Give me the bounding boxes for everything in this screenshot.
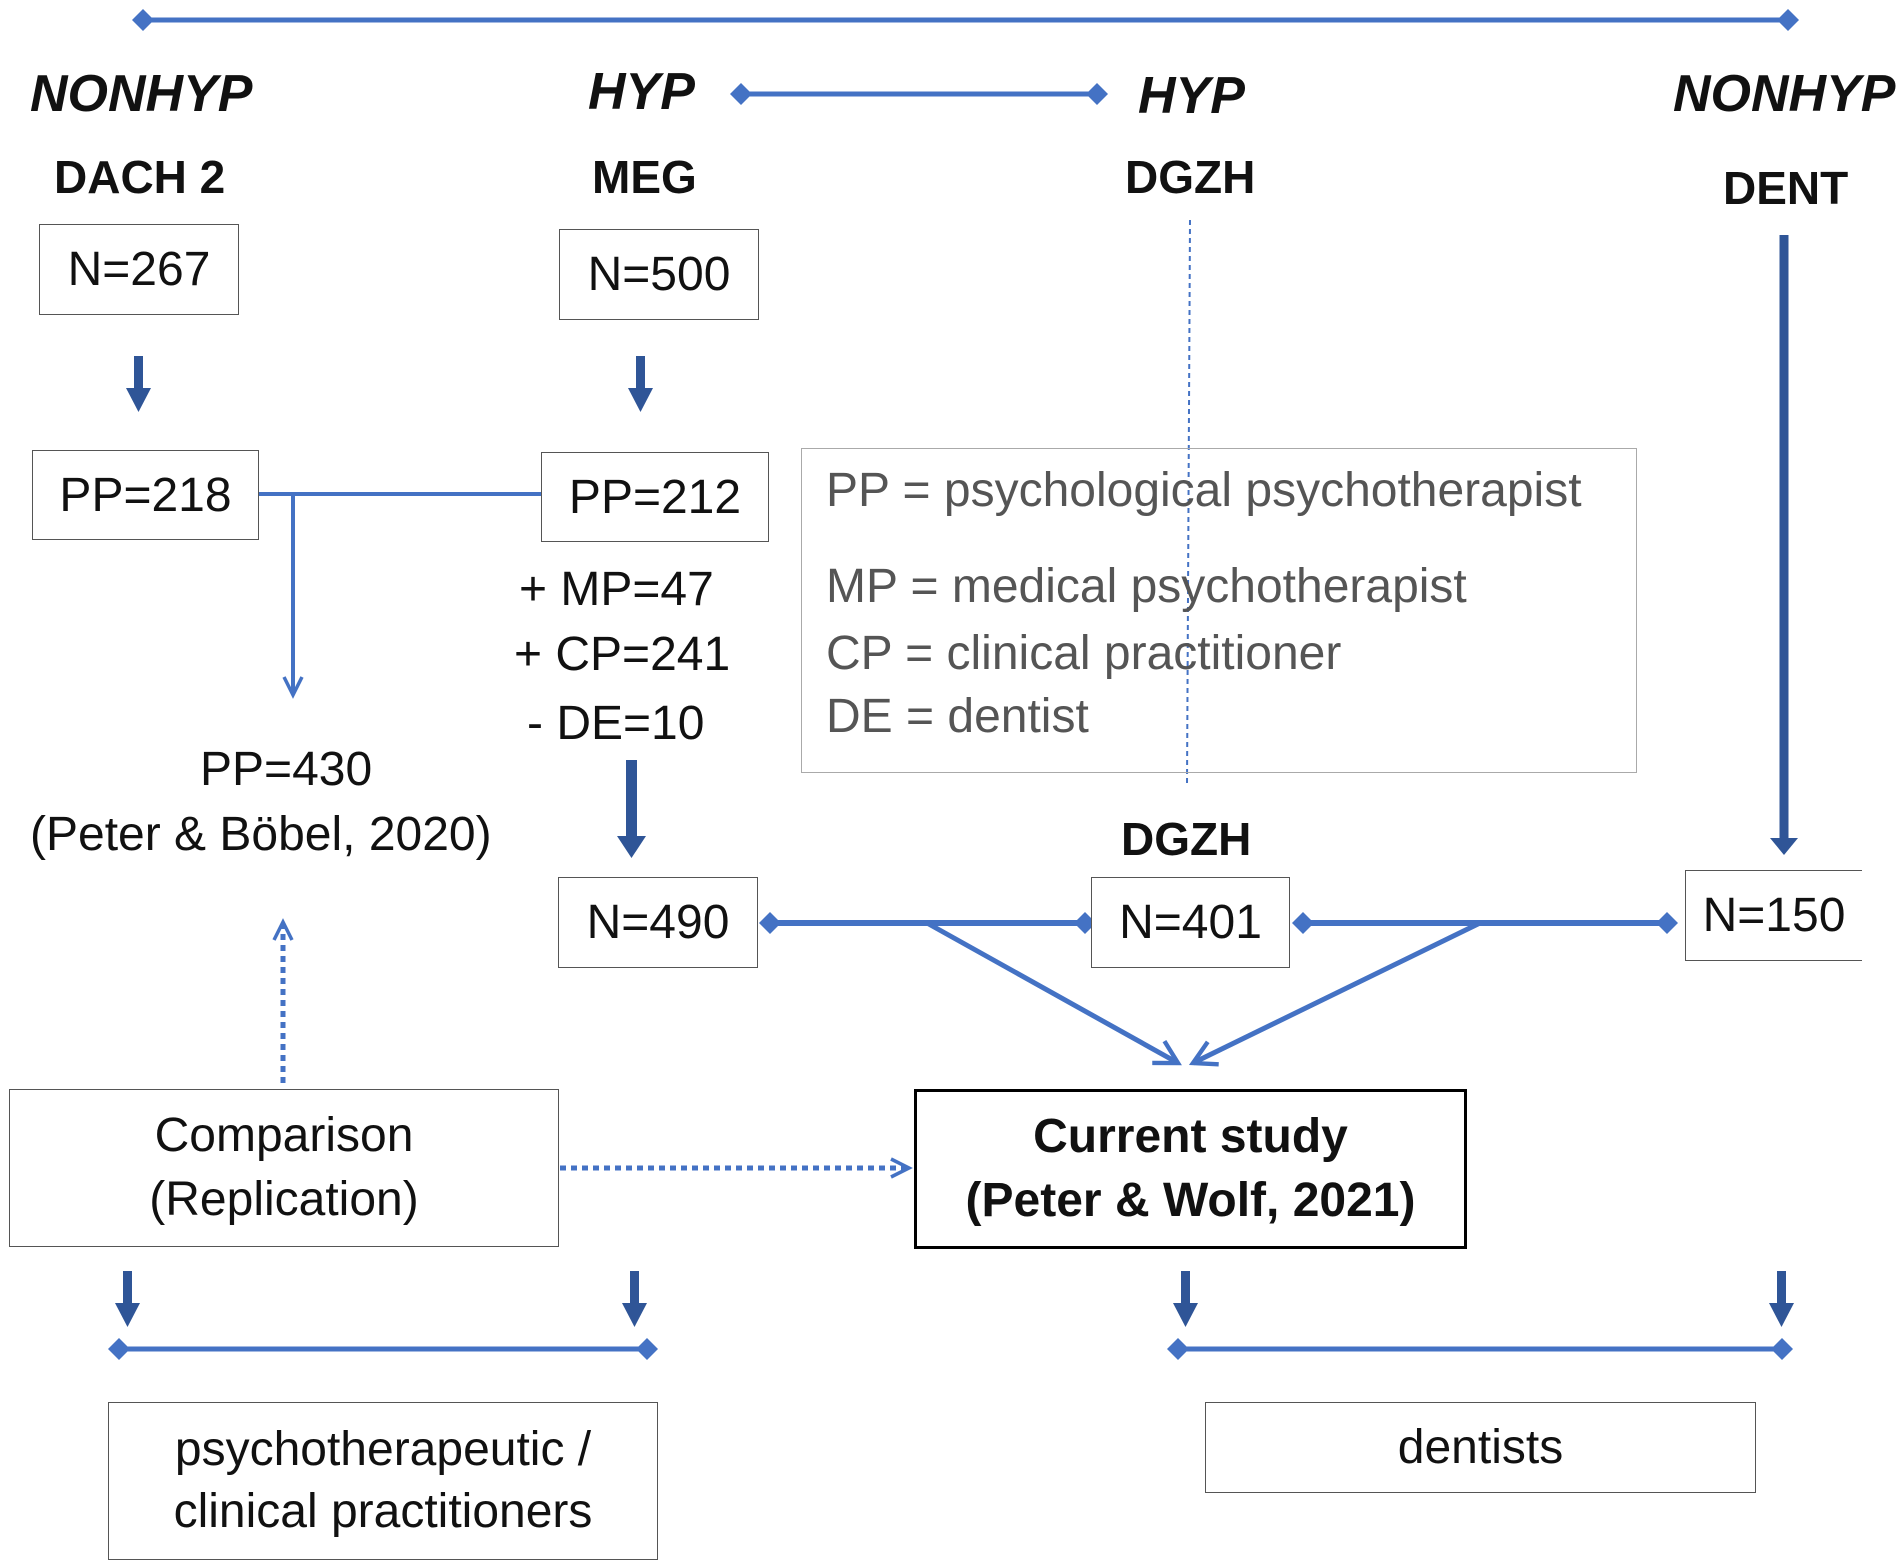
pp-total-value: PP=430: [200, 743, 373, 796]
adjustment-mp: + MP=47: [519, 563, 714, 616]
dent-sample-box: N=150: [1685, 870, 1862, 961]
dach-pp-box: PP=218: [32, 450, 259, 540]
current-study-line2: (Peter & Wolf, 2021): [965, 1174, 1416, 1227]
short-down-arrows: [115, 356, 1794, 1327]
dgzh-hyp-label: HYP: [1138, 67, 1245, 125]
meg-hyp-label: HYP: [588, 63, 695, 121]
legend-cp: CP = clinical practitioner: [826, 627, 1342, 680]
current-study-box: Current study (Peter & Wolf, 2021): [914, 1089, 1467, 1249]
dgzh-mid-label: DGZH: [1121, 813, 1252, 865]
abbreviation-legend: PP = psychological psychotherapist MP = …: [801, 448, 1637, 773]
dentists-outcome-box: dentists: [1205, 1402, 1756, 1493]
outcome-left-line2: clinical practitioners: [173, 1485, 593, 1538]
legend-de: DE = dentist: [826, 690, 1089, 743]
pp-total-citation: (Peter & Böbel, 2020): [30, 808, 492, 861]
meg-to-study-arrow: [925, 920, 1182, 1066]
comparison-line1: Comparison: [154, 1109, 414, 1162]
dent-to-study-arrow: [1188, 920, 1482, 1067]
comparison-box: Comparison (Replication): [9, 1089, 559, 1247]
meg-sample-box: N=500: [559, 229, 759, 320]
dent-label: DENT: [1723, 162, 1849, 214]
outcome-left-line1: psychotherapeutic /: [174, 1423, 592, 1476]
adjustment-cp: + CP=241: [514, 628, 731, 681]
meg-final-box: N=490: [558, 877, 758, 968]
dgzh-top-label: DGZH: [1125, 151, 1256, 203]
dach2-label: DACH 2: [54, 151, 226, 203]
adjustment-de: - DE=10: [527, 697, 705, 750]
psychotherapeutic-outcome-box: psychotherapeutic / clinical practitione…: [108, 1402, 658, 1560]
legend-mp: MP = medical psychotherapist: [826, 560, 1467, 613]
right-nonhyp-label: NONHYP: [1673, 65, 1896, 123]
dent-down-arrowhead: [1770, 838, 1798, 855]
current-study-line1: Current study: [1033, 1110, 1348, 1163]
meg-pp-box: PP=212: [541, 452, 769, 542]
meg-label: MEG: [592, 151, 697, 203]
dach-sample-box: N=267: [39, 224, 239, 315]
comparison-line2: (Replication): [149, 1173, 419, 1226]
left-nonhyp-label: NONHYP: [30, 65, 253, 123]
dgzh-sample-box: N=401: [1091, 877, 1290, 968]
legend-pp: PP = psychological psychotherapist: [826, 464, 1582, 517]
dgzh-dashed-line: [1186, 219, 1191, 786]
